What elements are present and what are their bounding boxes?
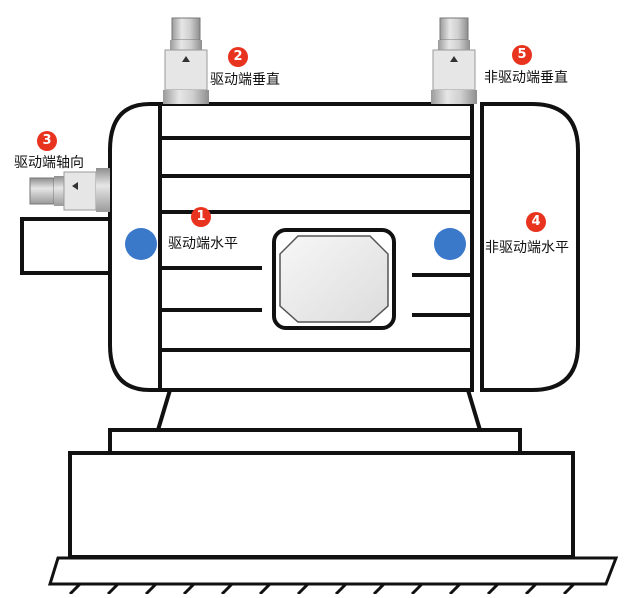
sensor-drive-end-vertical <box>163 17 209 104</box>
motor-shaft <box>20 217 119 275</box>
sensor-non-drive-end-vertical <box>431 17 477 104</box>
point-1-badge: 1 <box>191 207 211 227</box>
motor-base <box>68 388 575 559</box>
dot-non-drive-end-horizontal <box>434 228 466 260</box>
point-5-label: 非驱动端垂直 <box>484 70 568 86</box>
point-3-label: 驱动端轴向 <box>14 155 84 171</box>
non-drive-end-cap <box>480 102 580 392</box>
dot-drive-end-horizontal <box>125 228 157 260</box>
point-4-label: 非驱动端水平 <box>485 240 569 256</box>
point-2-badge: 2 <box>228 47 248 67</box>
point-5-badge: 5 <box>512 45 532 65</box>
point-2-label: 驱动端垂直 <box>210 72 280 88</box>
sensor-drive-end-axial <box>29 168 110 212</box>
point-4-badge: 4 <box>526 212 546 232</box>
point-1-label: 驱动端水平 <box>168 236 238 252</box>
point-3-badge: 3 <box>37 131 57 151</box>
junction-box <box>272 228 396 330</box>
ground <box>47 556 619 596</box>
